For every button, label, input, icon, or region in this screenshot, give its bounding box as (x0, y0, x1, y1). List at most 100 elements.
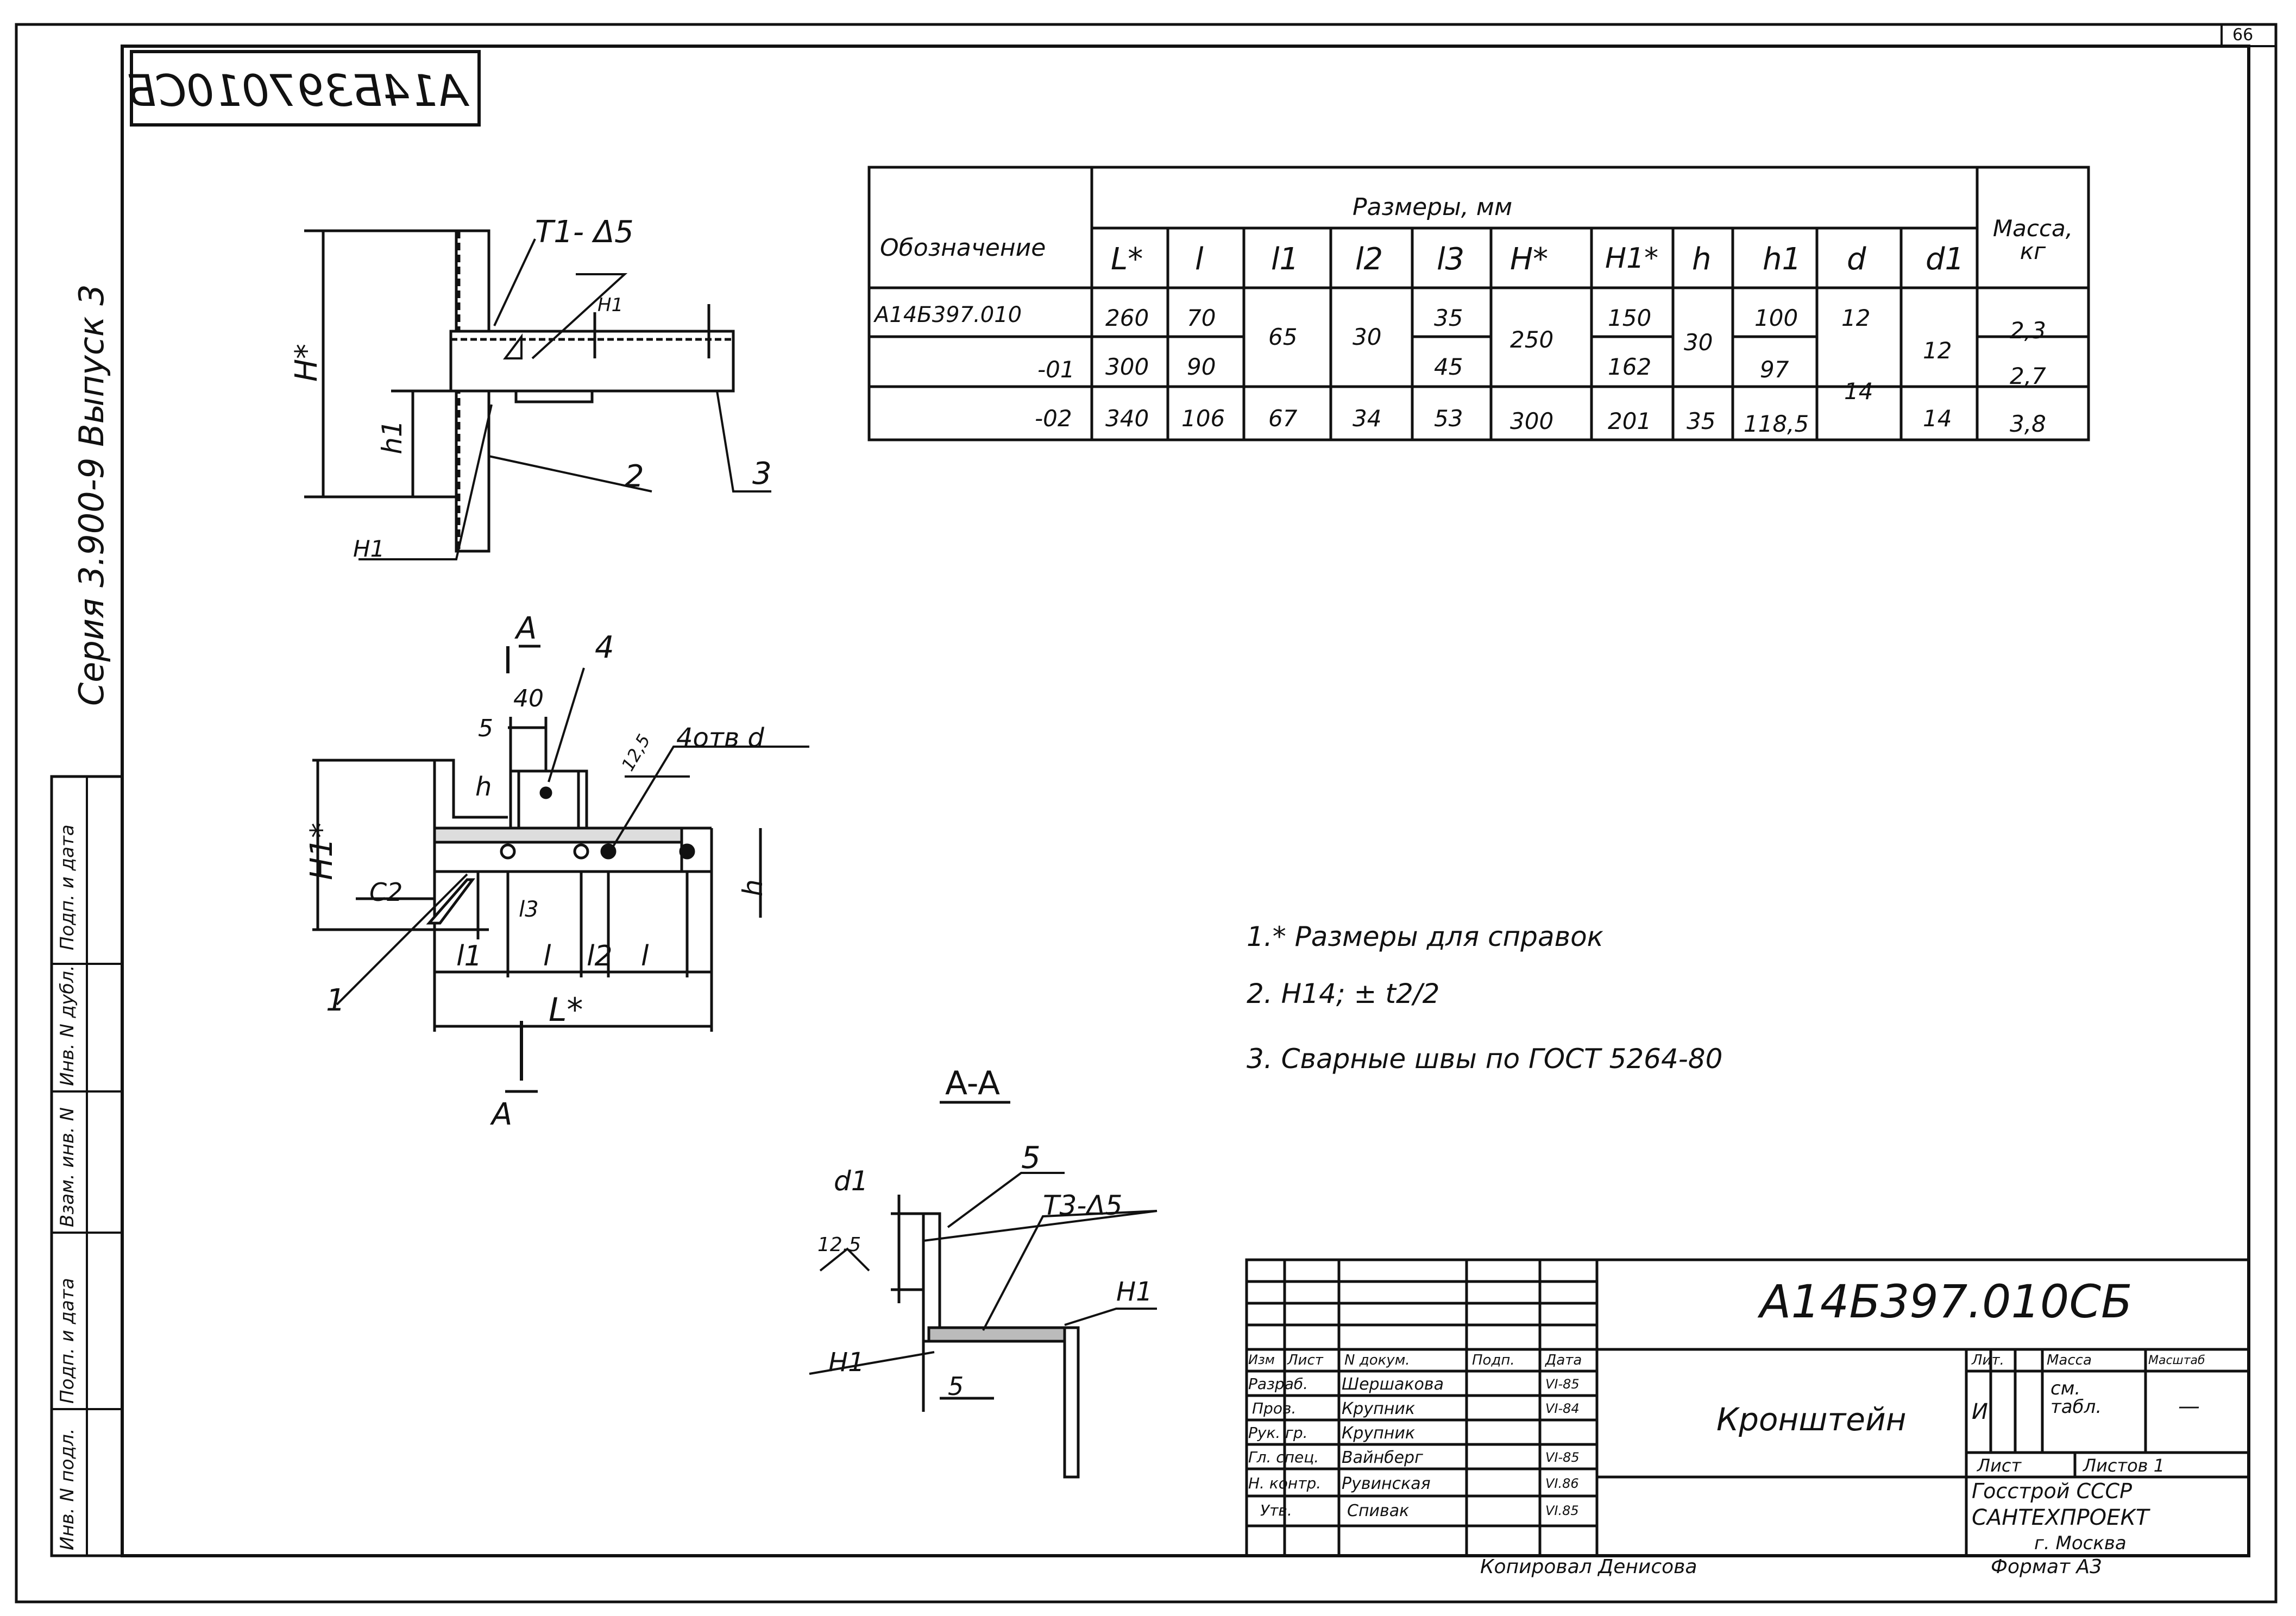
tb-date-5: VI.86 (1545, 1476, 1579, 1491)
row1-l: 70 (1187, 305, 1216, 331)
dim-header-H1: H1* (1605, 242, 1659, 275)
tb-date-1: VI-85 (1545, 1377, 1580, 1392)
dim-header-l1: l1 (1271, 242, 1299, 277)
dim-L-star: L* (549, 991, 583, 1029)
dim-header-L: L* (1111, 242, 1143, 277)
h1-tag-top: H1 (597, 294, 624, 316)
dim-l3: l3 (519, 897, 539, 922)
tb-org-1: Госстрой СССР (1972, 1479, 2133, 1503)
note-3: 3. Сварные швы по ГОСТ 5264-80 (1247, 1043, 1723, 1075)
tb-role-3: Рук. гр. (1248, 1424, 1308, 1442)
row1-h: 30 (1684, 329, 1713, 356)
row2-d: 14 (1844, 378, 1873, 405)
table-group-header: Размеры, мм (1353, 193, 1513, 221)
row3-d1: 14 (1923, 405, 1952, 432)
dim-header-h1: h1 (1763, 242, 1802, 277)
tb-name-3: Крупник (1342, 1424, 1415, 1443)
tb-org-2: САНТЕХПРОЕКТ (1972, 1505, 2149, 1530)
dim-5-section: 5 (948, 1372, 964, 1401)
tb-name-4: Вайнберг (1342, 1448, 1423, 1467)
row2-mass: 2,7 (2010, 363, 2046, 389)
h1-tag-section-left: H1 (828, 1347, 865, 1378)
dim-40: 40 (513, 685, 544, 712)
tb-role-1: Разраб. (1248, 1375, 1309, 1393)
row1-h1: 100 (1754, 305, 1798, 331)
row1-d: 12 (1841, 305, 1871, 331)
tb-scale-label: Масштаб (2148, 1354, 2205, 1367)
tb-name-2: Крупник (1342, 1399, 1415, 1418)
row3-l2: 34 (1353, 405, 1382, 432)
dim-header-l2: l2 (1355, 242, 1383, 277)
weld-label-t3: T3-Δ5 (1043, 1190, 1123, 1221)
section-title: A-A (945, 1064, 1001, 1102)
tb-name-5: Рувинская (1342, 1474, 1431, 1493)
tb-org-3: г. Москва (2034, 1532, 2127, 1554)
tb-sheet-label: Лист (1977, 1455, 2022, 1476)
row3-h: 35 (1687, 408, 1716, 434)
row3-h1: 118,5 (1744, 411, 1809, 437)
stamp-code: А14Б397010СБ (126, 66, 470, 116)
position-3: 3 (752, 456, 772, 491)
series-label: Серия 3.900-9 Выпуск 3 (72, 284, 111, 706)
dim-header-H: H* (1510, 242, 1549, 277)
tb-lit-value: И (1972, 1399, 1988, 1424)
row3-mass: 3,8 (2010, 411, 2046, 437)
tb-date-6: VI.85 (1545, 1503, 1579, 1518)
dim-l2: l2 (587, 940, 613, 973)
row2-l3: 45 (1434, 354, 1463, 380)
tb-date-2: VI-84 (1545, 1401, 1580, 1416)
tb-role-6: Утв. (1260, 1501, 1292, 1519)
tb-sheets-label: Листов 1 (2083, 1455, 2165, 1476)
h1-tag-section-right: H1 (1116, 1277, 1153, 1307)
row2-H1: 162 (1608, 354, 1652, 380)
tb-mass-value: см. табл. (2050, 1378, 2102, 1418)
tb-head-sign: Подп. (1472, 1352, 1515, 1368)
dim-d1: d1 (834, 1165, 869, 1197)
page-number-box (2220, 23, 2277, 47)
strip-label-4: Подп. и дата (56, 1278, 78, 1404)
tb-name-1: Шершакова (1342, 1375, 1444, 1394)
tb-role-4: Гл. спец. (1248, 1448, 1319, 1466)
dim-h1-v1: h1 (376, 420, 408, 454)
strip-label-1: Подп. и дата (56, 824, 78, 950)
position-5: 5 (1021, 1140, 1041, 1176)
tb-date-4: VI-85 (1545, 1450, 1580, 1465)
section-mark-bottom: A (492, 1097, 513, 1132)
tb-scale-value: — (2178, 1394, 2200, 1419)
note-1: 1.* Размеры для справок (1247, 921, 1603, 952)
row1-l2: 30 (1353, 324, 1382, 350)
tb-head-date: Дата (1545, 1352, 1582, 1368)
row1-L: 260 (1105, 305, 1149, 331)
weld-label-t1: T1- Δ5 (535, 214, 634, 250)
view-top (312, 645, 809, 1093)
dim-l-b: l (641, 940, 649, 973)
dim-h-top: h (475, 772, 492, 802)
tb-head-list: Лист (1287, 1352, 1323, 1368)
dim-header-d1: d1 (1926, 242, 1965, 277)
copied-by: Копировал Денисова (1480, 1556, 1697, 1578)
dim-header-l3: l3 (1437, 242, 1465, 277)
row2-l: 90 (1187, 354, 1216, 380)
row1-l3: 35 (1434, 305, 1463, 331)
dim-l-a: l (543, 940, 551, 973)
drawing-name: Кронштейн (1716, 1401, 1907, 1438)
chamfer-c2: C2 (369, 878, 403, 907)
row1-designation: А14Б397.010 (875, 302, 1022, 327)
outer-border (15, 23, 2278, 1604)
row3-l3: 53 (1434, 405, 1463, 432)
row2-L: 300 (1105, 354, 1149, 380)
strip-label-3: Взам. инв. N (56, 1107, 78, 1227)
table-col-designation: Обозначение (880, 234, 1046, 262)
position-1: 1 (326, 983, 345, 1018)
dim-header-d: d (1847, 242, 1866, 277)
dim-H1-star: H1* (304, 823, 339, 880)
row3-H: 300 (1510, 408, 1554, 434)
row3-l: 106 (1181, 405, 1225, 432)
dim-5-top: 5 (478, 715, 493, 742)
format-label: Формат А3 (1991, 1556, 2103, 1578)
row1-H1: 150 (1608, 305, 1652, 331)
left-strip-labels: Подп. и дата Инв. N дубл. Взам. инв. N П… (56, 284, 111, 1550)
row3-L: 340 (1105, 405, 1149, 432)
spec-table-grid (867, 166, 2090, 441)
